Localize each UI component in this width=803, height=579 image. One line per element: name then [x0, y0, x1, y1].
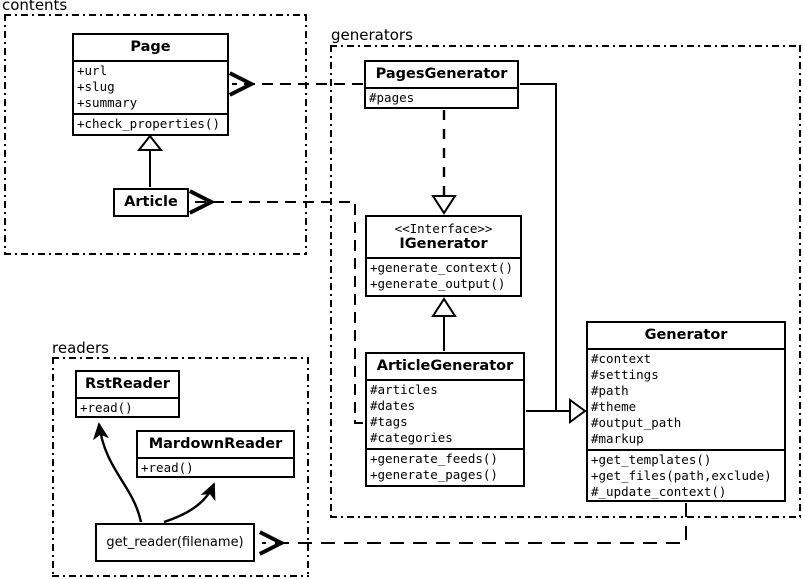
class-attributes-articlegenerator: #articles #dates #tags #categories — [367, 379, 523, 448]
package-contents-label: contents — [2, 0, 68, 14]
class-box-article[interactable]: Article — [113, 188, 189, 217]
class-name-article: Article — [124, 194, 178, 210]
attribute-row: +slug — [77, 79, 115, 94]
class-attributes-page: +url +slug +summary — [74, 60, 227, 113]
method-row: +read() — [80, 400, 133, 415]
method-row: +generate_context() — [370, 260, 513, 275]
attribute-row: #dates — [370, 398, 416, 413]
class-header-igenerator: <<Interface>> IGenerator — [367, 217, 520, 257]
method-row: +generate_output() — [370, 276, 506, 291]
attribute-row: #context — [591, 351, 652, 366]
class-box-igenerator[interactable]: <<Interface>> IGenerator +generate_conte… — [365, 215, 522, 297]
attribute-row: #settings — [591, 367, 659, 382]
attribute-row: #markup — [591, 431, 644, 446]
attribute-row: #pages — [369, 90, 415, 105]
class-name-igenerator: IGenerator — [399, 236, 488, 252]
class-box-mardownreader[interactable]: MardownReader +read() — [136, 430, 295, 478]
method-row: +get_files(path,exclude) — [591, 468, 772, 483]
attribute-row: +summary — [77, 95, 138, 110]
method-row: +read() — [141, 460, 194, 475]
class-box-page[interactable]: Page +url +slug +summary +check_properti… — [72, 33, 229, 136]
class-methods-articlegenerator: +generate_feeds() +generate_pages() — [367, 448, 523, 485]
attribute-row: #output_path — [591, 415, 682, 430]
class-stereotype-igenerator: <<Interface>> — [394, 221, 493, 236]
class-name-generator: Generator — [644, 327, 728, 343]
method-row: +check_properties() — [77, 116, 220, 131]
package-generators-label: generators — [331, 26, 413, 44]
method-row: +generate_feeds() — [370, 451, 498, 466]
method-row: #_update_context() — [591, 484, 727, 499]
method-row: +get_templates() — [591, 452, 712, 467]
package-readers-label: readers — [52, 339, 109, 357]
class-methods-mardownreader: +read() — [138, 457, 293, 478]
class-name-rstreader: RstReader — [85, 376, 170, 392]
class-methods-page: +check_properties() — [74, 113, 227, 134]
class-box-rstreader[interactable]: RstReader +read() — [75, 370, 180, 418]
class-name-articlegenerator: ArticleGenerator — [376, 358, 514, 374]
attribute-row: +url — [77, 63, 108, 78]
method-row: +generate_pages() — [370, 467, 498, 482]
class-box-articlegenerator[interactable]: ArticleGenerator #articles #dates #tags … — [365, 352, 525, 487]
attribute-row: #theme — [591, 399, 637, 414]
attribute-row: #tags — [370, 414, 408, 429]
attribute-row: #path — [591, 383, 629, 398]
attribute-row: #articles — [370, 382, 438, 397]
class-attributes-generator: #context #settings #path #theme #output_… — [588, 348, 784, 449]
class-name-page: Page — [130, 39, 171, 55]
class-name-mardownreader: MardownReader — [148, 436, 283, 452]
class-name-pagesgenerator: PagesGenerator — [375, 66, 508, 82]
class-methods-generator: +get_templates() +get_files(path,exclude… — [588, 449, 784, 502]
function-box-get-reader[interactable]: get_reader(filename) — [95, 523, 255, 562]
class-methods-rstreader: +read() — [77, 397, 178, 418]
class-box-generator[interactable]: Generator #context #settings #path #them… — [586, 321, 786, 502]
function-label-get-reader: get_reader(filename) — [106, 535, 244, 550]
class-box-pagesgenerator[interactable]: PagesGenerator #pages — [364, 60, 519, 109]
class-methods-igenerator: +generate_context() +generate_output() — [367, 257, 520, 294]
class-attributes-pagesgenerator: #pages — [366, 87, 517, 108]
attribute-row: #categories — [370, 430, 453, 445]
